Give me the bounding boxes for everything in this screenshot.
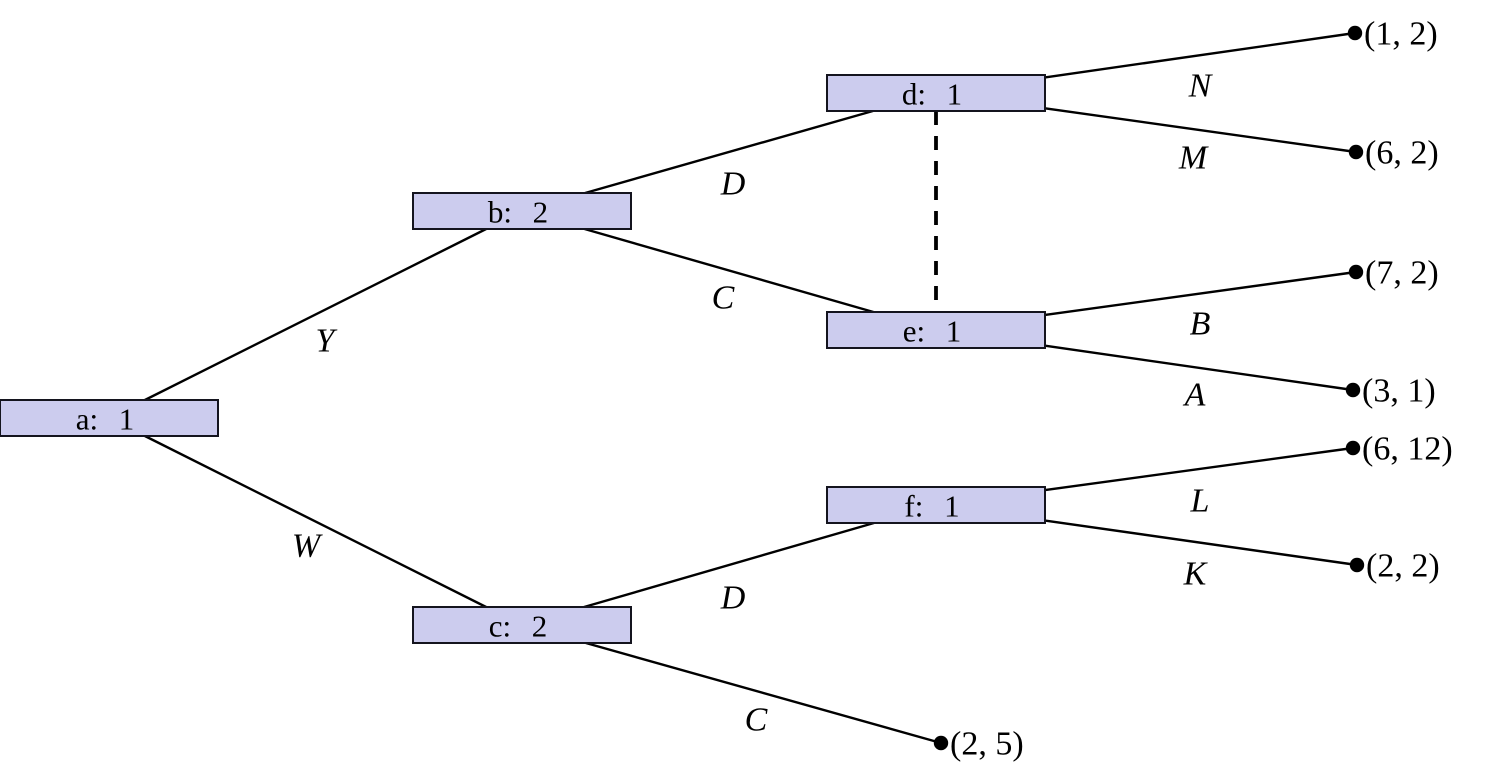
decision-node-a bbox=[0, 399, 219, 437]
edge-c-n7 bbox=[584, 641, 943, 745]
edge-d-n2 bbox=[1043, 107, 1358, 154]
payoff-label-n4: (3, 1) bbox=[1362, 373, 1436, 410]
edge-label-m-7: M bbox=[1178, 140, 1209, 177]
edge-label-a-9: A bbox=[1183, 377, 1206, 414]
payoff-label-n5: (6, 12) bbox=[1362, 431, 1453, 468]
decision-node-label-d: d: 1 bbox=[902, 77, 962, 112]
terminal-node-dot-n7 bbox=[933, 735, 949, 751]
edge-label-l-10: L bbox=[1190, 483, 1210, 520]
decision-node-c bbox=[412, 606, 632, 644]
edge-f-n5 bbox=[1043, 446, 1355, 492]
edge-label-y-0: Y bbox=[316, 323, 338, 360]
decision-node-f bbox=[826, 486, 1046, 524]
payoff-label-n7: (2, 5) bbox=[950, 726, 1024, 763]
edge-d-n1 bbox=[1043, 31, 1357, 79]
edge-label-d-4: D bbox=[720, 580, 746, 617]
decision-node-label-e: e: 1 bbox=[903, 314, 962, 349]
edge-label-c-3: C bbox=[712, 280, 735, 317]
edge-b-e bbox=[583, 227, 875, 314]
terminal-node-dot-n5 bbox=[1345, 440, 1361, 456]
terminal-node-dot-n4 bbox=[1345, 382, 1361, 398]
edge-label-n-6: N bbox=[1188, 68, 1214, 105]
payoff-label-n3: (7, 2) bbox=[1365, 255, 1439, 292]
edge-label-d-2: D bbox=[720, 166, 746, 203]
payoff-label-n2: (6, 2) bbox=[1365, 135, 1439, 172]
edge-label-b-8: B bbox=[1190, 306, 1211, 343]
payoff-label-n6: (2, 2) bbox=[1366, 548, 1440, 585]
decision-node-b bbox=[412, 192, 632, 230]
edge-label-w-1: W bbox=[292, 528, 323, 565]
edge-e-n4 bbox=[1043, 344, 1355, 392]
edge-a-c bbox=[143, 434, 488, 609]
decision-node-label-f: f: 1 bbox=[904, 489, 959, 524]
terminal-node-dot-n6 bbox=[1349, 557, 1365, 573]
terminal-node-dot-n2 bbox=[1348, 144, 1364, 160]
edge-label-c-5: C bbox=[745, 702, 768, 739]
decision-node-d bbox=[826, 74, 1046, 112]
edge-c-f bbox=[582, 521, 876, 609]
edge-f-n6 bbox=[1043, 519, 1359, 567]
decision-node-label-c: c: 2 bbox=[489, 609, 548, 644]
edge-label-k-11: K bbox=[1183, 556, 1209, 593]
edge-e-n3 bbox=[1043, 270, 1358, 317]
terminal-node-dot-n3 bbox=[1348, 264, 1364, 280]
edge-b-d bbox=[583, 109, 875, 195]
payoff-label-n1: (1, 2) bbox=[1364, 16, 1438, 53]
terminal-node-dot-n1 bbox=[1347, 25, 1363, 41]
decision-node-label-a: a: 1 bbox=[76, 402, 135, 437]
decision-node-label-b: b: 2 bbox=[488, 195, 548, 230]
decision-node-e bbox=[826, 311, 1046, 349]
edge-a-b bbox=[143, 227, 488, 402]
